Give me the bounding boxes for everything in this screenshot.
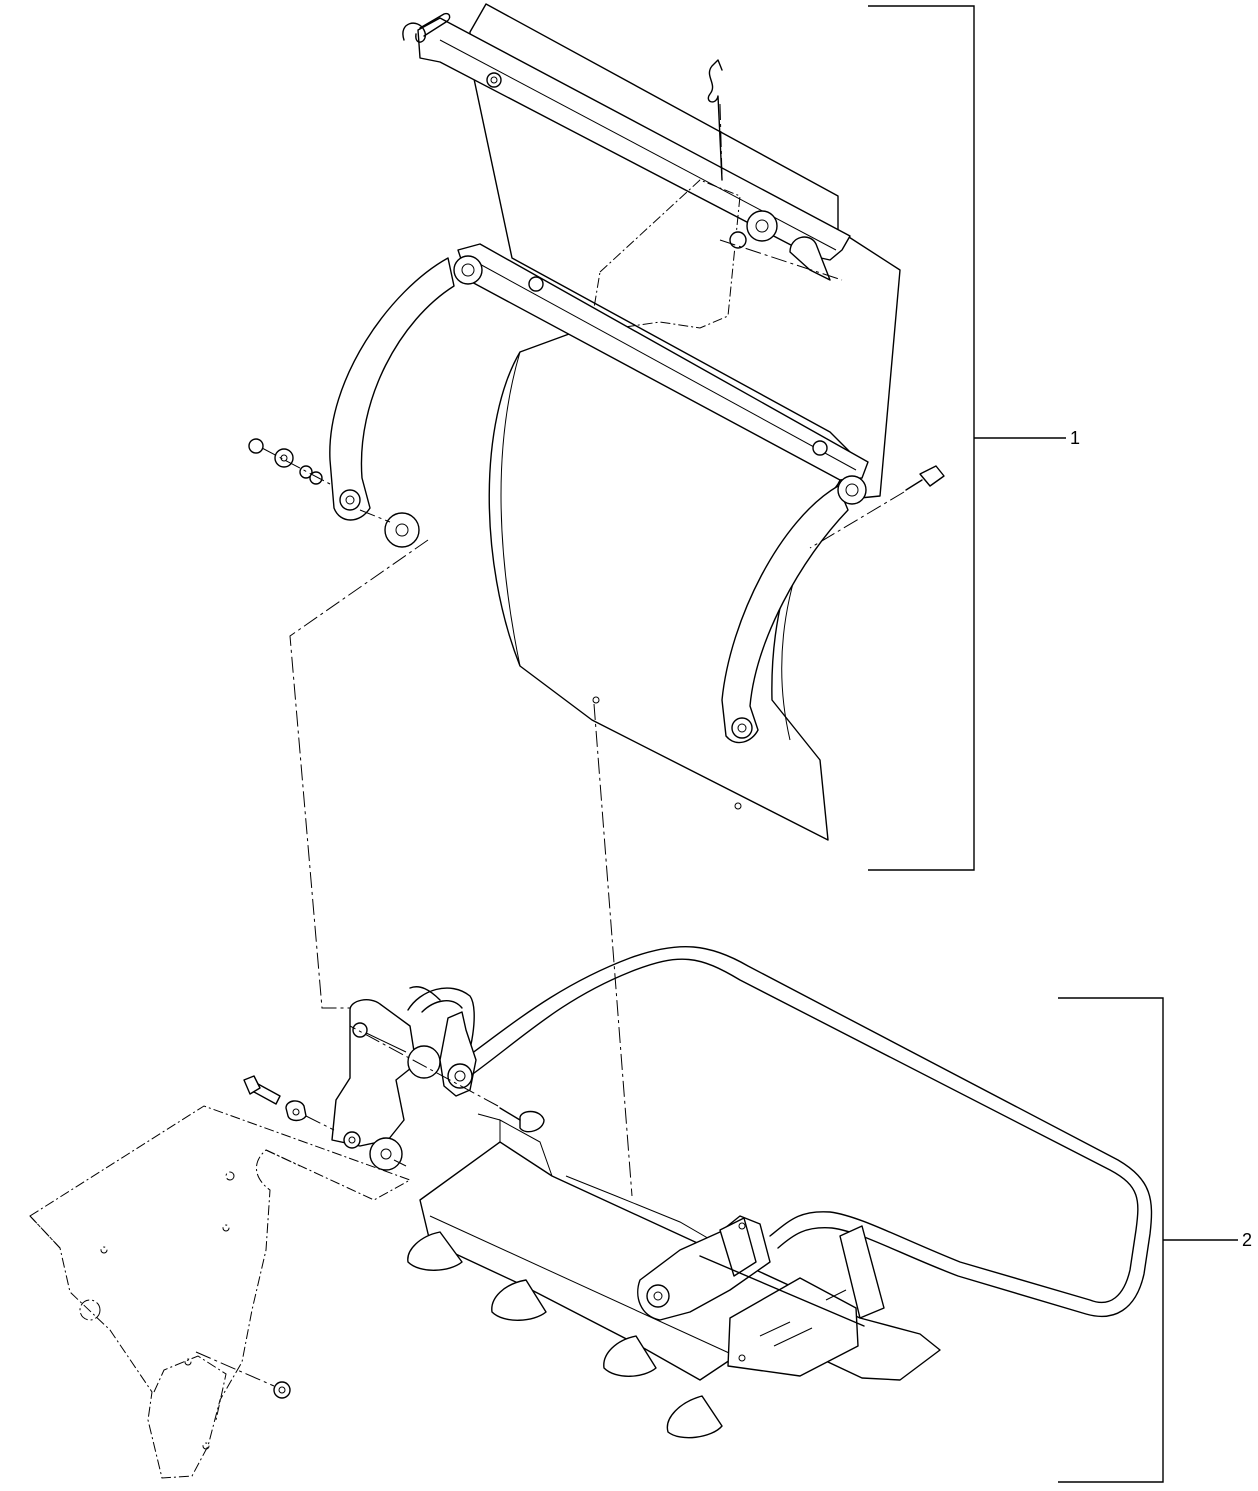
callout-bracket-1: 1 (868, 5, 1080, 871)
hex-bolt-lower-left (243, 1075, 261, 1095)
crossbar-nut-left (528, 276, 544, 292)
callout-label-1: 1 (1070, 428, 1080, 448)
right-side-plate (727, 1277, 859, 1377)
upper-bar-nut (486, 72, 502, 88)
left-pivot-arm (329, 257, 455, 521)
carriage-bolt (519, 1110, 545, 1133)
left-bracket-washer (369, 1137, 403, 1171)
leader-center-to-lower (593, 703, 633, 1197)
hair-pin-clip-center (707, 59, 723, 181)
spacer-bushing (285, 1100, 307, 1122)
left-spacer-a (299, 465, 313, 479)
upper-hinge-washer (746, 210, 778, 242)
crossbar-nut-right (812, 440, 828, 456)
cone-bumper-1 (407, 1231, 463, 1271)
left-lock-nut (248, 438, 264, 454)
upper-hinge-slot (789, 236, 831, 281)
leader-left-to-lower (289, 539, 429, 1009)
cone-bumper-4 (666, 1395, 723, 1439)
left-pivot-bracket (331, 999, 417, 1147)
bail-tube (409, 958, 1139, 1304)
left-washer-small (274, 448, 294, 468)
pivot-bracket-ghost (589, 179, 741, 333)
left-washer-large (384, 512, 420, 548)
deflector-assembly (248, 3, 945, 841)
hair-pin-clip-top-left (402, 12, 451, 43)
right-latch-pivot (646, 1284, 670, 1308)
upper-mounting-bar (417, 17, 851, 261)
right-side-bolt (919, 465, 945, 487)
mounting-plate-nut (273, 1381, 291, 1399)
callout-label-2: 2 (1242, 1230, 1252, 1250)
left-bracket-pivot (343, 1131, 361, 1149)
rear-side-plate (839, 1225, 885, 1319)
right-pivot-arm (721, 485, 849, 744)
mounting-plate-ghost (29, 1105, 412, 1479)
lower-frame-assembly (29, 945, 1153, 1479)
upper-hinge-spacer (729, 231, 747, 249)
callout-bracket-2: 2 (1058, 997, 1252, 1483)
cone-bumper-3 (603, 1335, 657, 1377)
cone-bumpers (407, 1231, 723, 1439)
cone-bumper-2 (491, 1279, 547, 1321)
